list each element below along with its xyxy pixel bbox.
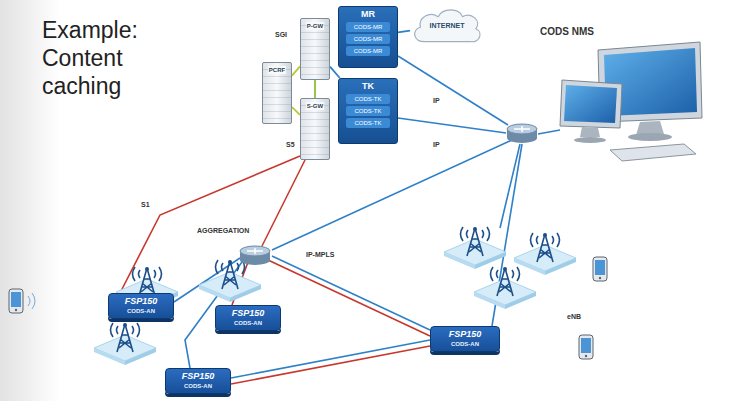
access-device: FSP150CODS-AN	[108, 293, 174, 319]
cell-tower	[514, 233, 576, 275]
monitor-stand	[580, 127, 600, 137]
access-device: FSP150CODS-AN	[430, 326, 500, 352]
node-title: MR	[361, 9, 375, 20]
node-detail: CODS-TK	[346, 94, 390, 104]
node-title: FSP150	[449, 329, 482, 340]
monitor-stand	[636, 121, 664, 135]
node-title: FSP150	[125, 296, 158, 307]
monitor-base	[574, 137, 606, 143]
diagram-title: Example: Content caching	[42, 16, 162, 100]
nms-monitors	[560, 42, 702, 161]
node-detail: CODS-MR	[346, 46, 390, 56]
ip-wire	[538, 130, 560, 134]
connector	[292, 107, 300, 115]
node-title: INTERNET	[430, 21, 465, 30]
cell-towers	[94, 227, 576, 365]
cell-tower	[94, 323, 156, 365]
cache-server: TK CODS-TK CODS-TK CODS-TK	[338, 78, 398, 144]
link-label: IP	[432, 140, 441, 149]
connector	[292, 66, 300, 75]
network-label: AGGREGATION	[196, 226, 250, 235]
monitor-frame	[560, 80, 622, 128]
router-icon	[507, 124, 537, 143]
s1-wire	[231, 346, 430, 384]
access-device: FSP150CODS-AN	[165, 368, 231, 394]
cell-tower	[444, 227, 506, 269]
ip-wire	[231, 340, 430, 378]
node-title: FSP150	[182, 371, 215, 382]
cache-server: MR CODS-MR CODS-MR CODS-MR	[338, 6, 398, 68]
node-detail: CODS-MR	[346, 34, 390, 44]
node-detail: CODS-TK	[346, 106, 390, 116]
ip-wire	[398, 118, 506, 133]
connector	[330, 67, 340, 78]
interface-label: S5	[285, 140, 296, 149]
phones	[9, 257, 607, 359]
monitor-base	[628, 133, 672, 141]
node-detail: CODS-AN	[184, 382, 212, 390]
node-detail: CODS-MR	[346, 22, 390, 32]
node-type-label: eNB	[566, 312, 582, 321]
radio-waves	[28, 293, 35, 309]
gateway-server: S-GW	[300, 98, 330, 160]
node-title: P-GW	[306, 22, 324, 30]
network-label: IP-MPLS	[305, 250, 335, 259]
keyboard	[610, 144, 696, 161]
phone-icon	[9, 289, 23, 313]
phone-icon	[579, 335, 593, 359]
ip-links	[174, 56, 560, 378]
interface-label: SGI	[274, 30, 288, 39]
node-title: FSP150	[232, 308, 265, 319]
node-title: TK	[362, 81, 374, 92]
s1-wire	[268, 260, 430, 336]
cell-tower	[474, 267, 536, 309]
routers	[240, 124, 537, 265]
gateway-server: P-GW	[300, 18, 330, 80]
connector	[314, 80, 316, 98]
node-detail: CODS-AN	[234, 319, 262, 327]
link-label: IP	[432, 96, 441, 105]
node-detail: CODS-AN	[451, 340, 479, 348]
cloud-outline	[415, 10, 480, 42]
cell-tower	[199, 260, 261, 302]
nms-workstation: CODS NMS	[536, 22, 700, 167]
monitor-screen	[564, 85, 617, 123]
node-title: PCRF	[268, 66, 286, 74]
phone-icon	[593, 257, 607, 281]
connector	[398, 31, 410, 33]
node-title: CODS NMS	[540, 26, 594, 38]
node-detail: CODS-AN	[127, 307, 155, 315]
ip-wire	[272, 256, 430, 330]
s1-wire	[262, 160, 305, 246]
ip-wire	[398, 56, 508, 125]
policy-server: PCRF	[262, 62, 292, 124]
node-detail: CODS-TK	[346, 118, 390, 128]
node-title: S-GW	[306, 102, 324, 110]
interface-label: S1	[140, 200, 151, 209]
internet-cloud: INTERNET	[410, 6, 484, 44]
access-device: FSP150CODS-AN	[215, 305, 281, 331]
router-icon	[240, 246, 270, 265]
s1-links	[120, 156, 430, 384]
